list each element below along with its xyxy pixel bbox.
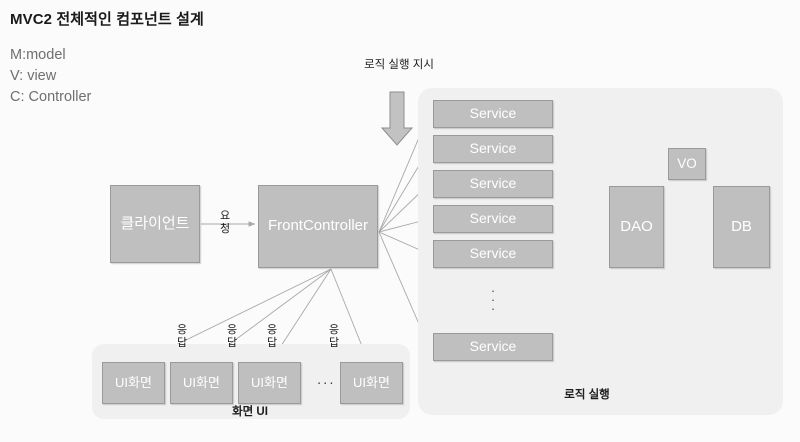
node-ui-screen-2[interactable]: UI화면 xyxy=(170,362,233,404)
node-client[interactable]: 클라이언트 xyxy=(110,185,200,263)
node-ui-screen-3[interactable]: UI화면 xyxy=(238,362,301,404)
logic-command-block-arrow xyxy=(380,91,414,146)
node-service-6[interactable]: Service xyxy=(433,333,553,361)
logic-command-label: 로직 실행 지시 xyxy=(364,59,434,71)
node-service-4[interactable]: Service xyxy=(433,205,553,233)
node-db[interactable]: DB xyxy=(713,186,770,268)
legend-item-model: M:model xyxy=(10,47,66,63)
service-list-ellipsis: ... xyxy=(491,280,495,313)
ui-screens-ellipsis: ··· xyxy=(316,374,336,390)
node-service-3[interactable]: Service xyxy=(433,170,553,198)
edge-label-response-1: 응답 xyxy=(176,324,188,349)
legend: M:model V: view C: Controller xyxy=(10,45,91,108)
node-ui-screen-1[interactable]: UI화면 xyxy=(102,362,165,404)
edge-label-response-3: 응답 xyxy=(266,324,278,349)
legend-item-view: V: view xyxy=(10,68,57,84)
node-service-1[interactable]: Service xyxy=(433,100,553,128)
logic-group-caption: 로직 실행 xyxy=(564,389,610,401)
page-title: MVC2 전체적인 컴포넌트 설계 xyxy=(10,11,204,28)
node-front-controller[interactable]: FrontController xyxy=(258,185,378,268)
node-vo[interactable]: VO xyxy=(668,148,706,180)
edge-label-response-2: 응답 xyxy=(226,324,238,349)
ui-group-caption: 화면 UI xyxy=(232,406,268,418)
node-dao[interactable]: DAO xyxy=(609,186,664,268)
node-ui-screen-4[interactable]: UI화면 xyxy=(340,362,403,404)
edge-label-request: 요청 xyxy=(219,210,231,235)
node-service-2[interactable]: Service xyxy=(433,135,553,163)
node-service-5[interactable]: Service xyxy=(433,240,553,268)
edge-label-response-4: 응답 xyxy=(328,324,340,349)
legend-item-controller: C: Controller xyxy=(10,89,92,105)
